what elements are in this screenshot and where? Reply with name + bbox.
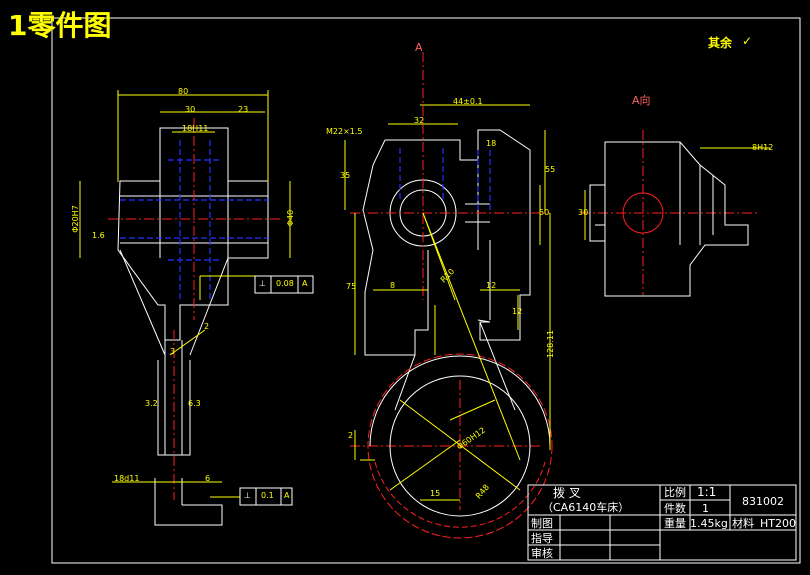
front-view-centerlines	[350, 52, 760, 510]
tb-drawn-label: 制图	[531, 517, 553, 530]
tb-weight-label: 重量	[664, 517, 686, 530]
surface-note: 其余	[708, 36, 733, 50]
dim-30: 30	[185, 105, 196, 114]
page-title: 1零件图	[8, 9, 112, 42]
tb-qty-value: 1	[702, 502, 709, 515]
roughness-1: 1.6	[92, 231, 105, 240]
dim-m22: M22×1.5	[326, 127, 363, 136]
drawing-frame	[51, 17, 801, 564]
tb-review-label: 审核	[531, 547, 553, 560]
dim-18h11: 18H11	[182, 124, 209, 133]
a-view-dimensions	[584, 147, 770, 240]
dim-80: 80	[178, 87, 189, 96]
front-view-hidden-lines	[399, 148, 491, 210]
roughness-3: 6.3	[188, 399, 201, 408]
title-block	[527, 484, 797, 561]
tolerance-symbol-2: ⊥	[244, 491, 251, 500]
side-view-centerlines	[108, 118, 280, 500]
tolerance-ref-1: A	[302, 279, 308, 288]
tb-scale-value: 1:1	[697, 485, 717, 499]
tb-scale-label: 比例	[664, 486, 686, 499]
tolerance-value-2: 0.1	[261, 491, 274, 500]
dim-12a: 12	[486, 281, 497, 290]
tb-qty-label: 件数	[664, 502, 686, 515]
dim-18d11: 18d11	[114, 474, 140, 483]
tolerance-ref-2: A	[284, 491, 290, 500]
tolerance-value-1: 0.08	[276, 279, 294, 288]
dim-d20h7: Φ20H7	[70, 205, 80, 233]
tb-machine: （CA6140车床）	[542, 501, 630, 514]
dim-128: 128.11	[546, 330, 555, 358]
dim-8h12: 8H12	[752, 143, 774, 152]
dim-2: 2	[204, 322, 210, 331]
tolerance-frames	[239, 275, 314, 506]
tb-guide-label: 指导	[531, 532, 553, 545]
dim-55: 55	[545, 165, 556, 174]
tb-material-label: 材料	[732, 517, 754, 530]
dim-15: 15	[430, 489, 441, 498]
tb-material-value: HT200	[760, 517, 796, 530]
front-view-dimensions	[344, 104, 551, 501]
a-view-label: A向	[632, 94, 651, 107]
dim-8: 8	[390, 281, 396, 290]
dim-50: 50	[539, 208, 550, 217]
dim-75: 75	[346, 282, 357, 291]
check-mark-icon: ✓	[742, 34, 753, 48]
tb-part-name: 拨 叉	[553, 486, 581, 500]
dim-2b: 2	[348, 431, 354, 440]
side-view	[117, 127, 269, 526]
tb-drawing-number: 831002	[742, 495, 784, 508]
a-view	[589, 141, 749, 297]
side-view-dimensions	[79, 90, 291, 498]
fork-circle	[367, 353, 553, 539]
dim-44: 44±0.1	[453, 97, 483, 106]
section-label-a: A	[415, 41, 423, 54]
dim-3: 3	[170, 347, 176, 356]
dim-6: 6	[205, 474, 211, 483]
dim-32: 32	[414, 116, 425, 125]
dim-30: 30	[578, 208, 589, 217]
dim-d40: Φ40	[286, 209, 296, 227]
dim-35: 35	[340, 171, 351, 180]
roughness-2: 3.2	[145, 399, 158, 408]
tolerance-symbol-1: ⊥	[259, 279, 266, 288]
dim-18: 18	[486, 139, 497, 148]
dim-12b: 12	[512, 307, 523, 316]
tb-weight-value: 1.45kg	[690, 517, 728, 530]
dim-23: 23	[238, 105, 249, 114]
